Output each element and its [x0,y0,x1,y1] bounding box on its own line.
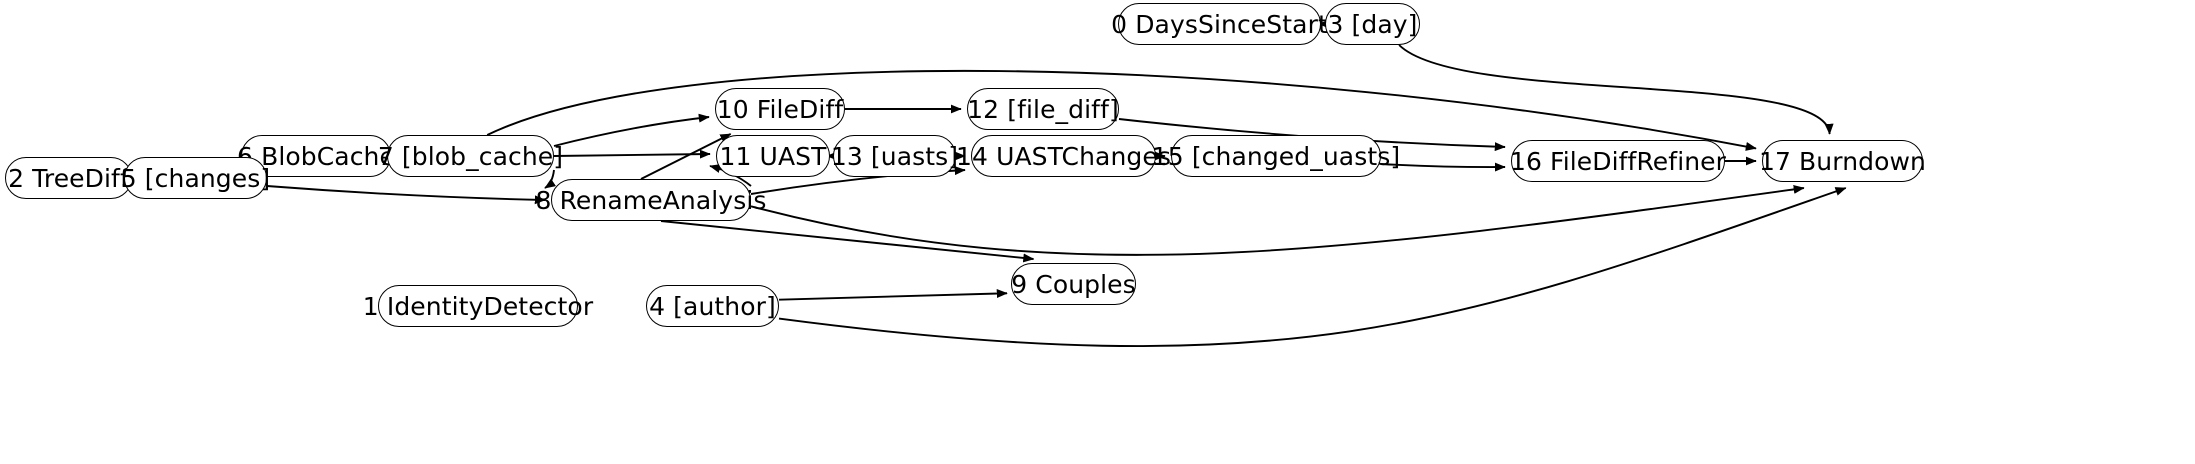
graph-node-5[interactable]: 5 [changes] [121,157,270,199]
edge-5-to-8 [266,185,546,205]
graph-node-2[interactable]: 2 TreeDiff [5,157,132,199]
graph-node-12[interactable]: 12 [file_diff] [967,88,1119,130]
graph-node-1-label: 1 IdentityDetector [362,291,594,321]
graph-node-7[interactable]: 7 [blob_cache] [378,135,563,177]
graph-node-17[interactable]: 17 Burndown [1759,140,1926,182]
graph-node-15[interactable]: 15 [changed_uasts] [1152,135,1400,177]
graph-node-1[interactable]: 1 IdentityDetector [363,285,593,327]
graph-node-3-label: 3 [day] [1327,9,1418,39]
edge-3-to-17 [1398,44,1834,135]
edge-8-to-9 [660,220,1035,263]
graph-node-5-label: 5 [changes] [120,163,271,193]
graph-node-8-label: 8 RenameAnalysis [535,185,767,215]
graph-node-6-label: 6 BlobCache [237,141,395,171]
edge-7-to-10 [553,113,710,147]
graph-node-6[interactable]: 6 BlobCache [237,135,395,177]
graph-node-16[interactable]: 16 FileDiffRefiner [1509,140,1727,182]
graph-node-10[interactable]: 10 FileDiff [715,88,845,130]
graph-node-11[interactable]: 11 UAST [716,135,830,177]
graph-node-0-label: 0 DaysSinceStart [1111,9,1328,39]
graph-node-13-label: 13 [uasts] [830,141,959,171]
graph-node-13[interactable]: 13 [uasts] [830,135,959,177]
edge-7-to-8 [544,169,556,189]
edge-7-to-11 [553,149,711,159]
edge-15-to-16 [1380,162,1506,172]
graph-node-8[interactable]: 8 RenameAnalysis [536,179,766,221]
graph-node-9[interactable]: 9 Couples [1011,263,1136,305]
graph-node-7-label: 7 [blob_cache] [377,141,564,171]
graph-node-12-label: 12 [file_diff] [967,94,1119,124]
edge-8-to-17-long [750,184,1805,256]
graph-node-0[interactable]: 0 DaysSinceStart [1111,3,1328,45]
graph-node-17-label: 17 Burndown [1759,146,1926,176]
graph-node-4-label: 4 [author] [649,291,776,321]
graph-node-11-label: 11 UAST [719,141,827,171]
graph-node-16-label: 16 FileDiffRefiner [1509,146,1727,176]
graph-node-15-label: 15 [changed_uasts] [1151,141,1401,171]
graph-node-9-label: 9 Couples [1011,269,1136,299]
edge-7-to-17 [486,69,1757,151]
graph-node-14-label: 14 UASTChanges [956,141,1171,171]
graph-node-3[interactable]: 3 [day] [1325,3,1420,45]
graph-node-14[interactable]: 14 UASTChanges [956,135,1171,177]
graph-node-10-label: 10 FileDiff [716,94,844,124]
edge-4-to-9 [778,289,1008,301]
graph-node-2-label: 2 TreeDiff [8,163,129,193]
graph-node-4[interactable]: 4 [author] [646,285,779,327]
edge-4-to-17 [778,187,1847,348]
edge-8-to-10 [640,133,732,180]
